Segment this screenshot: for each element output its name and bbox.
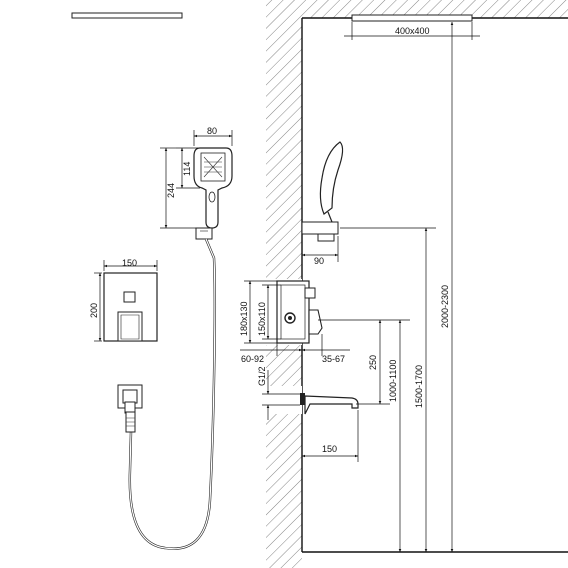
dim-bracket-offset: 90 xyxy=(314,256,324,266)
concealed-valve-box xyxy=(276,280,323,344)
dimension-lines xyxy=(94,22,480,552)
dim-front-range: 35-67 xyxy=(322,354,345,364)
bath-spout xyxy=(300,393,359,415)
dim-head-height: 2000-2300 xyxy=(440,285,450,328)
dim-spout-length: 150 xyxy=(322,444,337,454)
dim-valve-height: 1000-1100 xyxy=(388,360,398,402)
dim-head-size: 400x400 xyxy=(395,26,430,36)
hose-connector xyxy=(195,227,213,240)
rain-shower-head-top xyxy=(71,12,183,19)
dim-bracket-height: 1500-1700 xyxy=(414,365,424,408)
dim-box-outer: 180x130 xyxy=(239,301,249,336)
dim-spout-to-valve: 250 xyxy=(368,355,378,370)
dim-plate-height: 200 xyxy=(89,303,99,318)
dim-handshower-face: 114 xyxy=(182,162,192,176)
wall-hatch xyxy=(266,0,568,568)
shower-bracket xyxy=(301,221,339,242)
dim-depth-range: 60-92 xyxy=(241,354,264,364)
dim-plate-width: 150 xyxy=(122,258,137,268)
rain-shower-head-side xyxy=(351,14,473,22)
dim-handshower-width: 80 xyxy=(207,126,217,136)
hand-shower-side xyxy=(319,141,344,223)
wall-outlet xyxy=(117,384,143,433)
dim-box-inner: 150x110 xyxy=(257,302,267,336)
cover-plate xyxy=(103,272,158,342)
dim-thread: G1/2 xyxy=(257,366,267,386)
dim-handshower-length: 244 xyxy=(166,183,176,198)
